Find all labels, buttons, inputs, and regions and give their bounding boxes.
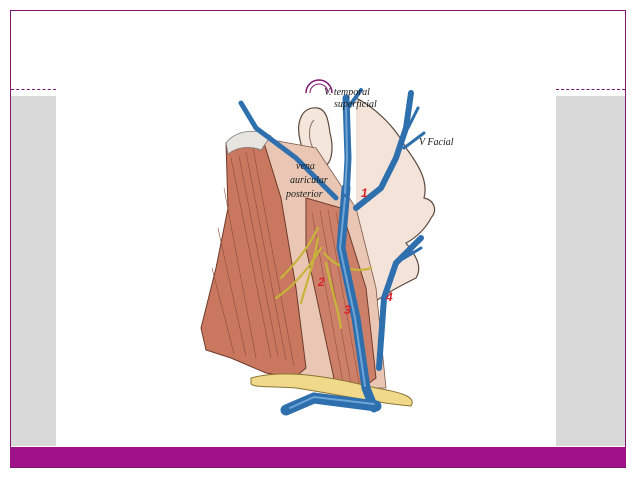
label-facial: V Facial — [419, 137, 454, 148]
vein-highlights — [289, 102, 375, 409]
label-temporal-line2: superficial — [334, 99, 377, 110]
divider-right — [556, 89, 625, 90]
footer-accent-bar — [10, 447, 626, 467]
label-number-2: 2 — [318, 275, 325, 289]
label-number-4: 4 — [386, 290, 393, 304]
tendon — [225, 130, 272, 155]
trapezius-muscle — [200, 132, 307, 379]
label-auricular-line1: vena — [296, 161, 315, 172]
label-temporal-line1: V. temporal — [324, 87, 370, 98]
neck-veins-illustration — [200, 88, 436, 416]
arc-ornament-icon — [305, 79, 333, 94]
anatomy-figure: V. temporal superficial V Facial vena au… — [56, 88, 556, 450]
label-number-1: 1 — [361, 186, 368, 200]
muscle-striations — [211, 147, 295, 367]
label-auricular-line2: auricular — [290, 175, 328, 186]
divider-left — [11, 89, 56, 90]
label-number-3: 3 — [344, 303, 351, 317]
slide-frame — [10, 10, 626, 468]
label-auricular-line3: posterior — [286, 189, 323, 200]
